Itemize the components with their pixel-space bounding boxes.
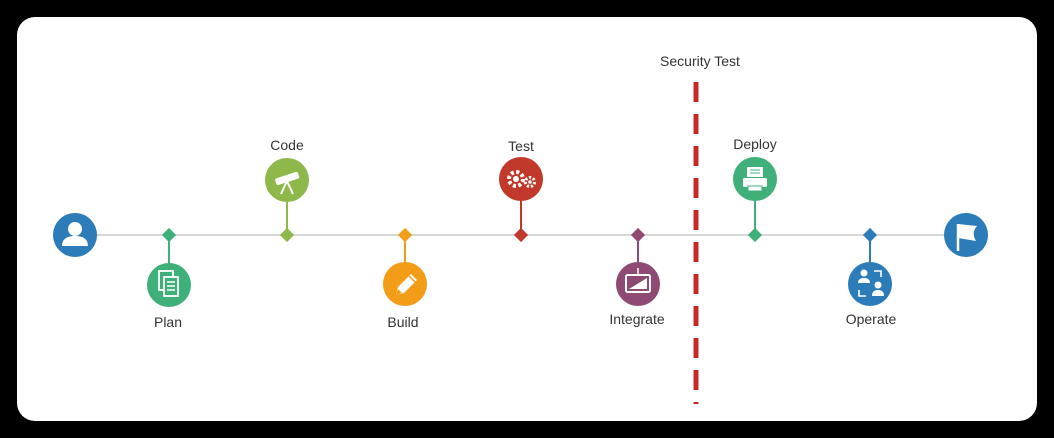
stage-test-label: Test bbox=[508, 138, 534, 154]
stage-plan-label: Plan bbox=[154, 314, 182, 330]
stage-code: Code bbox=[265, 137, 309, 243]
security-test-label: Security Test bbox=[660, 53, 740, 69]
user-icon bbox=[62, 222, 88, 246]
telescope-icon bbox=[275, 171, 300, 195]
stage-deploy: Deploy bbox=[733, 136, 777, 243]
monitor-icon bbox=[625, 268, 651, 293]
stage-operate-label: Operate bbox=[846, 311, 897, 327]
stage-code-label: Code bbox=[270, 137, 304, 153]
code-marker bbox=[279, 227, 295, 243]
integrate-marker bbox=[630, 227, 646, 243]
stage-deploy-label: Deploy bbox=[733, 136, 777, 152]
stage-test: Test bbox=[499, 138, 543, 243]
diagram-card bbox=[17, 17, 1037, 421]
test-marker bbox=[513, 227, 529, 243]
stage-build-label: Build bbox=[387, 314, 418, 330]
printer-icon bbox=[743, 167, 767, 192]
stage-plan: Plan bbox=[147, 227, 191, 330]
operate-marker bbox=[862, 227, 878, 243]
start-node bbox=[53, 213, 97, 257]
deploy-marker bbox=[747, 227, 763, 243]
plan-marker bbox=[161, 227, 177, 243]
stage-operate: Operate bbox=[846, 227, 897, 327]
build-marker bbox=[397, 227, 413, 243]
stage-build: Build bbox=[383, 227, 427, 330]
stage-integrate: Integrate bbox=[609, 227, 665, 327]
flag-icon bbox=[956, 224, 977, 251]
end-node bbox=[944, 213, 988, 257]
users-icon bbox=[858, 269, 884, 297]
stage-integrate-label: Integrate bbox=[609, 311, 664, 327]
gears-icon bbox=[507, 170, 536, 188]
pencil-icon bbox=[396, 274, 417, 295]
document-icon bbox=[158, 270, 179, 297]
